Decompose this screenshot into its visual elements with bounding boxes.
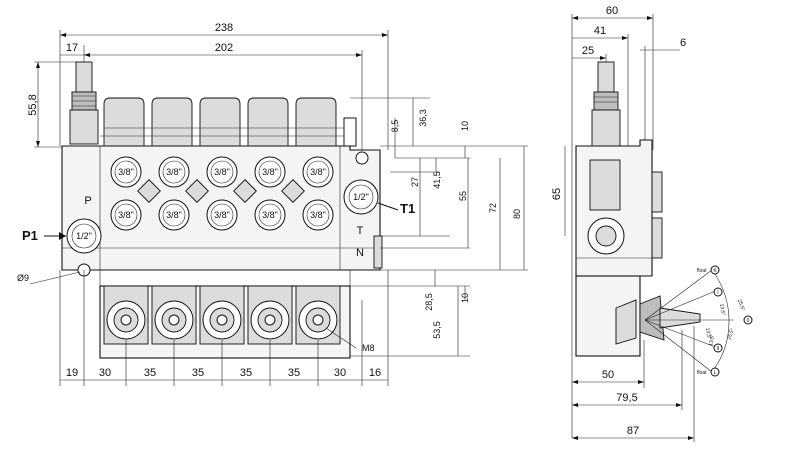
inlet-port-label: 1/2"	[76, 231, 92, 241]
dim-55-8: 55,8	[27, 94, 39, 115]
dim-80: 80	[512, 209, 522, 219]
dim-35-2: 35	[192, 367, 204, 379]
dim-30-right: 30	[334, 367, 346, 379]
side-view: 60 41 25 6 65	[551, 5, 753, 442]
pos-ii: II	[717, 346, 720, 352]
outlet-port-label: 1/2"	[353, 192, 369, 202]
port-a2-label: 3/8"	[166, 167, 182, 177]
lever-boot	[639, 295, 665, 341]
lever-handle	[659, 307, 701, 329]
inlet-label-p1: P1	[22, 228, 38, 243]
dim-41: 41	[594, 25, 606, 37]
float-top: float	[697, 268, 707, 274]
ports-row-a: 3/8" 3/8" 3/8" 3/8" 3/8"	[110, 156, 334, 188]
dim-79-5: 79,5	[616, 392, 637, 404]
dim-55: 55	[458, 191, 468, 201]
side-relief-cap	[597, 61, 615, 93]
hole-dim: Ø9	[17, 273, 29, 283]
port-a3-label: 3/8"	[214, 167, 230, 177]
port-b5-label: 3/8"	[310, 210, 326, 220]
dim-41-5: 41,5	[432, 171, 442, 189]
dim-30-left: 30	[99, 367, 111, 379]
angle-1: 25,5°	[736, 299, 746, 312]
dim-6: 6	[680, 37, 686, 49]
port-b2-label: 3/8"	[166, 210, 182, 220]
pos-k-marker	[710, 265, 720, 275]
dim-50: 50	[602, 369, 614, 381]
diamond-reliefs	[137, 179, 305, 203]
dim-8-5: 8,5	[390, 120, 400, 133]
dim-10-bottom: 10	[460, 293, 470, 303]
bottom-dimensions	[59, 270, 389, 386]
float-bottom: float	[697, 370, 707, 376]
pos-k: K	[713, 268, 717, 274]
outlet-label-t1: T1	[400, 201, 415, 216]
relief-valve-cap	[75, 61, 93, 93]
dim-10-top: 10	[460, 121, 470, 131]
relief-valve-body	[69, 109, 99, 145]
port-b4-label: 3/8"	[262, 210, 278, 220]
spool-caps	[100, 97, 357, 147]
port-b1-label: 3/8"	[118, 210, 134, 220]
dim-238: 238	[215, 22, 233, 34]
right-dimensions	[350, 97, 528, 357]
angle-5: 13,5°	[708, 334, 716, 347]
dim-65: 65	[551, 188, 563, 200]
dim-25: 25	[582, 45, 594, 57]
dim-35-4: 35	[288, 367, 300, 379]
pos-0: 0	[747, 318, 750, 324]
body-letter-n: N	[356, 247, 364, 259]
dim-19: 19	[66, 367, 78, 379]
angle-4: 13,5°	[704, 327, 712, 340]
pos-l: L	[714, 370, 717, 376]
dim-35-1: 35	[144, 367, 156, 379]
dim-60: 60	[606, 5, 618, 17]
dim-202: 202	[215, 42, 233, 54]
dim-72: 72	[488, 203, 498, 213]
dim-27: 27	[410, 177, 420, 187]
dim-28-5: 28,5	[424, 293, 434, 311]
port-b3-label: 3/8"	[214, 210, 230, 220]
angle-2: 25,5°	[726, 328, 736, 341]
angle-3: 13,5°	[718, 303, 726, 316]
dim-35-3: 35	[240, 367, 252, 379]
dim-36-3: 36,3	[418, 109, 428, 127]
pos-i: I	[717, 290, 718, 296]
spool-end-nuts	[106, 300, 338, 340]
dim-87: 87	[627, 425, 639, 437]
port-a4-label: 3/8"	[262, 167, 278, 177]
port-a1-label: 3/8"	[118, 167, 134, 177]
body-letter-p: P	[84, 195, 91, 207]
dim-53-5: 53,5	[432, 321, 442, 339]
dim-16: 16	[369, 367, 381, 379]
ports-row-b: 3/8" 3/8" 3/8" 3/8" 3/8"	[110, 199, 334, 231]
dim-17: 17	[66, 42, 78, 54]
m8-label: M8	[362, 343, 375, 353]
port-a5-label: 3/8"	[310, 167, 326, 177]
front-view: 238 202 17 55,8	[17, 22, 528, 386]
body-letter-t: T	[357, 225, 364, 237]
